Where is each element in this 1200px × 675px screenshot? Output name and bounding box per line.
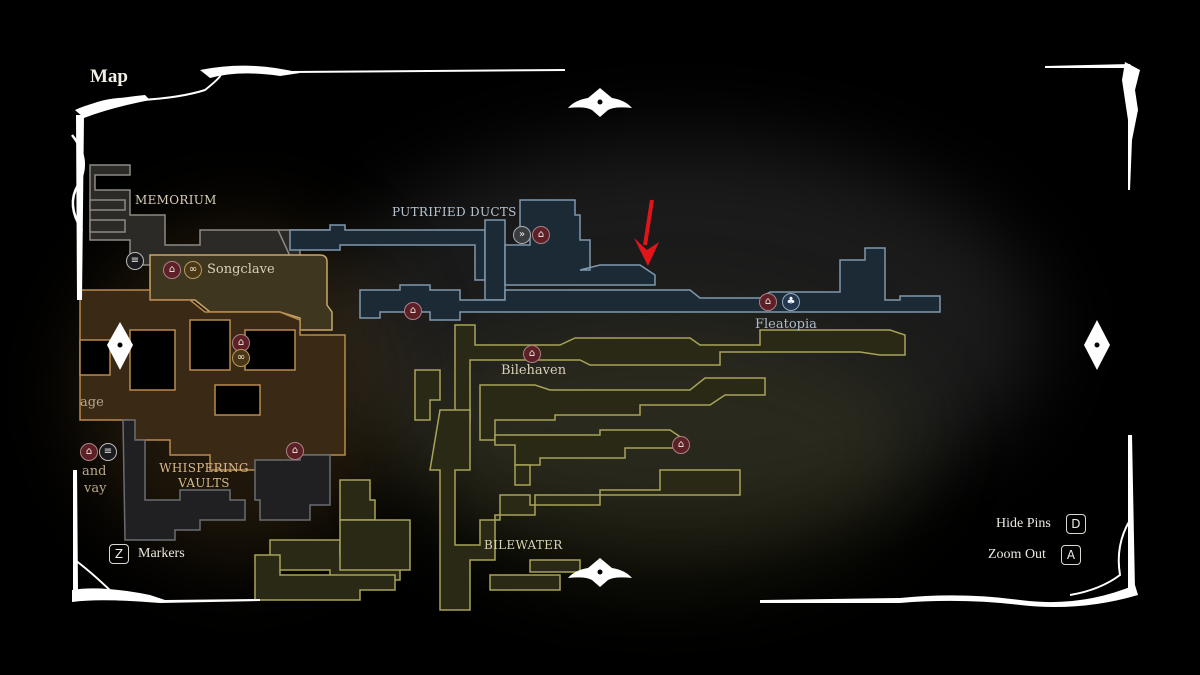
room [214, 384, 261, 416]
room [189, 319, 231, 371]
room [244, 329, 296, 371]
frame-top-left [79, 69, 566, 111]
room [479, 377, 766, 441]
bench-icon[interactable]: ⌂ [404, 302, 422, 320]
frame-bottom-right-curl [1069, 519, 1131, 596]
room [514, 464, 531, 486]
red-arrow-annotation [634, 199, 659, 266]
frame-top-left-spike [75, 95, 150, 118]
frame-bottom-right-stem [1128, 435, 1135, 590]
place-label-songclave: Songclave [207, 262, 275, 277]
lower-passage-region [122, 419, 331, 541]
area-label-memorium: MEMORIUM [135, 193, 217, 207]
frame-top-right-spikes [1122, 62, 1140, 190]
bench-icon[interactable]: ⌂ [523, 345, 541, 363]
room [254, 454, 331, 521]
key-z[interactable]: Z [109, 544, 129, 564]
room [89, 164, 291, 266]
room [129, 329, 176, 391]
bench-icon[interactable]: ⌂ [532, 226, 550, 244]
room [504, 199, 656, 286]
frame-bottom-left-stem [73, 470, 78, 590]
room [254, 554, 396, 601]
place-label-partial: age [80, 395, 104, 410]
room [89, 219, 126, 233]
frame-left-curl [71, 134, 85, 231]
vendor-icon[interactable]: ∞ [184, 261, 202, 279]
fast-travel-icon[interactable]: » [513, 226, 531, 244]
room [494, 429, 686, 466]
place-label-fleatopia: Fleatopia [755, 317, 817, 332]
bench-icon[interactable]: ⌂ [286, 442, 304, 460]
lift-icon[interactable]: ≡ [99, 443, 117, 461]
markers-hint[interactable]: Z Markers [109, 544, 185, 564]
bench-icon[interactable]: ⌂ [759, 293, 777, 311]
lift-icon[interactable]: ≡ [126, 252, 144, 270]
frame-left-stem [76, 115, 84, 300]
key-a[interactable]: A [1060, 545, 1081, 565]
room [339, 479, 376, 521]
markers-label: Markers [138, 546, 185, 561]
frame-top-right-bar [1045, 64, 1132, 68]
area-label-putrified-ducts: PUTRIFIED DUCTS [392, 205, 517, 219]
bench-icon[interactable]: ⌂ [163, 261, 181, 279]
frame-bottom-left-curl [74, 559, 121, 601]
bench-icon[interactable]: ⌂ [672, 436, 690, 454]
place-label-partial: vay [84, 481, 107, 496]
room [339, 519, 411, 571]
room [529, 559, 581, 573]
zoom-out-hint[interactable]: Zoom Out A [988, 545, 1081, 565]
room [122, 419, 246, 541]
zoom-out-label: Zoom Out [988, 547, 1046, 562]
area-label-whispering-vaults: WHISPERING VAULTS [158, 461, 250, 491]
room [429, 409, 741, 611]
room [79, 339, 111, 376]
arrow-shaft [643, 199, 654, 246]
area-label-line: VAULTS [178, 476, 230, 490]
room [489, 574, 561, 591]
arrow-head [634, 238, 659, 266]
screen-title: Map [90, 66, 128, 87]
frame-top-left-flourish [200, 65, 300, 78]
area-label-bilewater: BILEWATER [484, 538, 563, 552]
bilewater-region [254, 324, 906, 611]
area-label-line: WHISPERING [159, 461, 249, 475]
place-label-partial: and [82, 464, 107, 479]
hide-pins-label: Hide Pins [996, 516, 1051, 531]
putrified-ducts-region [289, 199, 941, 321]
room [484, 219, 506, 301]
key-d[interactable]: D [1065, 514, 1086, 534]
frame-bottom-left-base [72, 588, 260, 603]
hide-pins-hint[interactable]: Hide Pins D [996, 514, 1086, 534]
ornament-eyes [117, 99, 1100, 575]
flea-icon[interactable]: ♣ [782, 293, 800, 311]
frame-bottom-right-base [760, 585, 1138, 608]
room [414, 369, 441, 421]
vendor-icon[interactable]: ∞ [232, 349, 250, 367]
bench-icon[interactable]: ⌂ [80, 443, 98, 461]
place-label-bilehaven: Bilehaven [501, 363, 567, 378]
room [89, 199, 126, 211]
